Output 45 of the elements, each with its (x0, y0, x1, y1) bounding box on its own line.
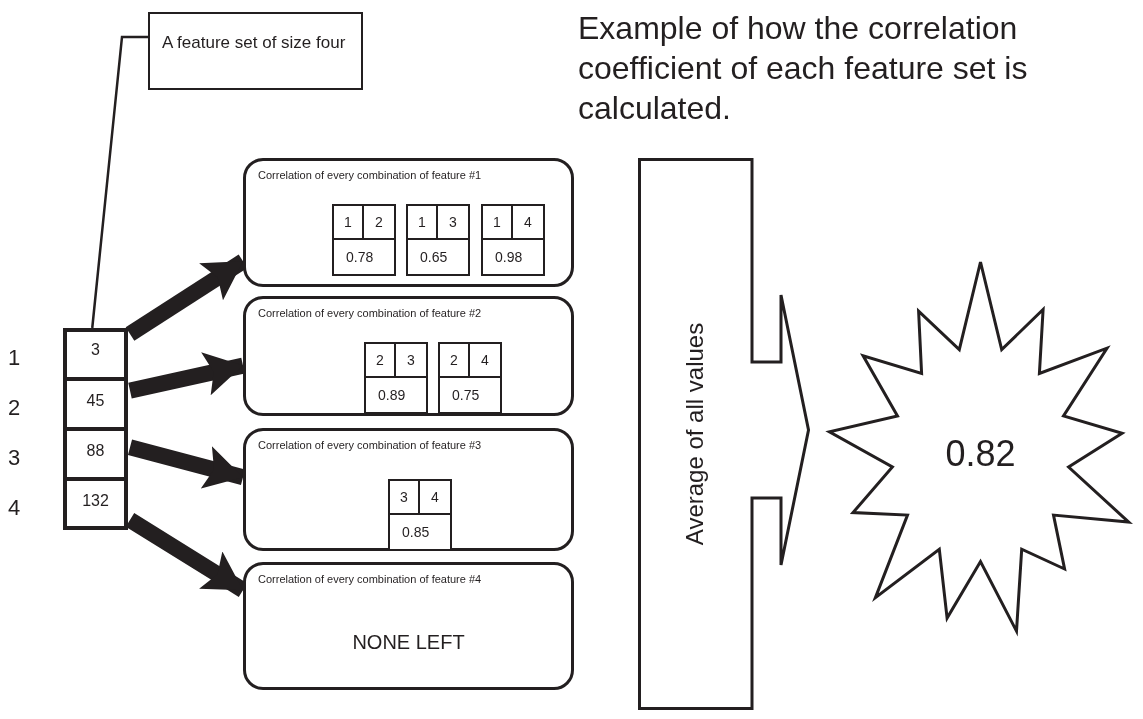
feature-index: 1 (334, 206, 364, 240)
feature-index: 1 (408, 206, 438, 240)
correlation-value: 0.89 (377, 385, 407, 405)
title: Example of how the correlation coefficient of each feature set is calculated. (578, 9, 1029, 128)
feature-index: 2 (440, 344, 470, 378)
correlation-value: 0.75 (451, 385, 481, 405)
rounded-panel (243, 428, 574, 551)
feature-index: 2 (364, 206, 394, 240)
callout-box: A feature set of size four (148, 12, 363, 90)
leader-line (91, 35, 148, 329)
result-value: 0.82 (945, 432, 1016, 476)
pair-table (388, 479, 452, 551)
panel-heading: Correlation of every combination of feature #1 (258, 168, 482, 183)
feature-index: 3 (438, 206, 468, 240)
feature-index: 2 (366, 344, 396, 378)
feature-index: 1 (483, 206, 513, 240)
pair-table (406, 204, 470, 276)
correlation-value: 0.98 (494, 247, 524, 267)
feature-column (63, 328, 128, 530)
block-arrow-connector (128, 352, 245, 399)
row-number: 1 (8, 344, 21, 372)
rounded-panel (243, 562, 574, 690)
row-number: 4 (8, 494, 21, 522)
pair-table (481, 204, 545, 276)
correlation-value: 0.65 (419, 247, 449, 267)
rounded-panel (243, 158, 574, 287)
feature-index: 4 (420, 481, 450, 515)
correlation-value: 0.78 (345, 247, 375, 267)
pair-table (438, 342, 502, 414)
panel-note: NONE LEFT (351, 630, 466, 655)
vertical-label: Average of all values (680, 322, 709, 546)
block-arrow (638, 158, 810, 710)
feature-index: 3 (390, 481, 420, 515)
panel-heading: Correlation of every combination of feature #2 (258, 306, 482, 321)
rounded-panel (243, 296, 574, 416)
pair-table (364, 342, 428, 414)
panel-heading: Correlation of every combination of feature #3 (258, 438, 482, 453)
feature-index: 3 (396, 344, 426, 378)
feature-index: 4 (513, 206, 543, 240)
panel-heading: Correlation of every combination of feature #4 (258, 572, 482, 587)
feature-index: 4 (470, 344, 500, 378)
pair-table (332, 204, 396, 276)
correlation-value: 0.85 (401, 522, 431, 542)
row-number: 3 (8, 444, 21, 472)
row-number: 2 (8, 394, 21, 422)
